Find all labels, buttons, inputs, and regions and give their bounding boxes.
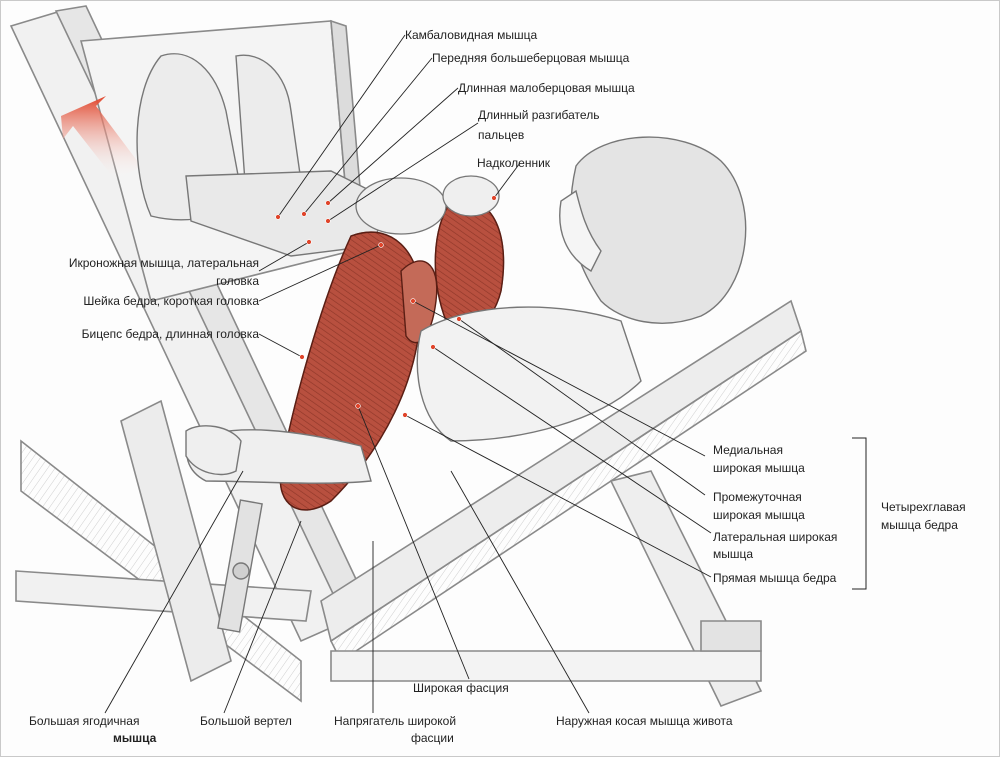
label-vastus-medialis-line2: широкая мышца (713, 461, 805, 475)
label-external-oblique: Наружная косая мышца живота (556, 714, 733, 728)
label-vastus-medialis-line1: Медиальная (713, 443, 783, 457)
label-gluteus-maximus-line1: Большая ягодичная (29, 714, 140, 728)
label-markers (275, 195, 497, 418)
label-soleus: Камбаловидная мышца (405, 28, 538, 42)
label-gastrocnemius-line2: головка (216, 274, 259, 288)
label-patella: Надколенник (477, 156, 551, 170)
label-gastrocnemius-line1: Икроножная мышца, латеральная (68, 256, 259, 270)
label-quadriceps-line1: Четырехглавая (881, 500, 966, 514)
label-extensor-digitorum-line2: пальцев (478, 128, 525, 142)
label-peroneus-longus: Длинная малоберцовая мышца (458, 81, 635, 95)
label-tensor-fasciae-line1: Напрягатель широкой (334, 714, 457, 728)
arm (185, 425, 372, 484)
label-vastus-intermedius-line2: широкая мышца (713, 508, 805, 522)
head (559, 136, 747, 324)
quadriceps-bracket (852, 437, 867, 590)
label-tibialis-anterior: Передняя большеберцовая мышца (432, 51, 630, 65)
label-tensor-fasciae-line2: фасции (411, 731, 454, 745)
leader-lines (104, 34, 712, 714)
label-vastus-intermedius-line1: Промежуточная (713, 490, 802, 504)
label-rectus-femoris: Прямая мышца бедра (713, 571, 837, 585)
label-biceps-short-head: Шейка бедра, короткая головка (83, 294, 259, 308)
push-direction-arrow (61, 96, 141, 181)
label-quadriceps-line2: мышца бедра (881, 518, 958, 532)
torso (416, 306, 642, 442)
label-vastus-lateralis-line1: Латеральная широкая (713, 530, 838, 544)
label-extensor-digitorum-line1: Длинный разгибатель (478, 108, 600, 122)
handle (217, 499, 263, 633)
label-biceps-long-head: Бицепс бедра, длинная головка (81, 327, 259, 341)
label-fascia-lata: Широкая фасция (413, 681, 509, 695)
label-greater-trochanter: Большой вертел (200, 714, 292, 728)
label-vastus-lateralis-line2: мышца (713, 547, 754, 561)
label-gluteus-maximus-line2: мышца (113, 731, 157, 745)
knees (355, 175, 500, 235)
